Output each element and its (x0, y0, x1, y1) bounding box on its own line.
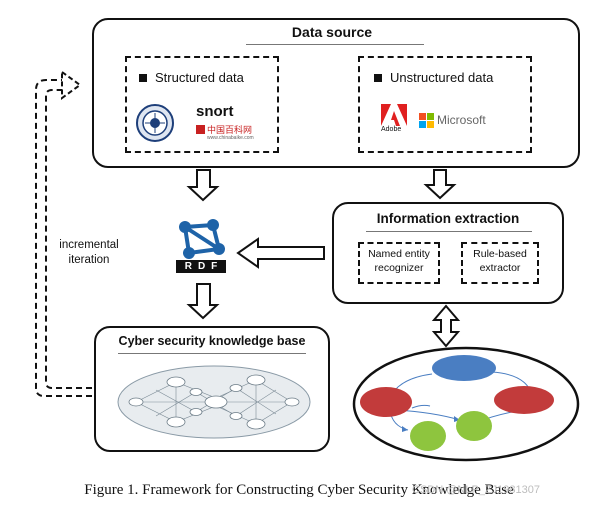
loop-arrowhead-icon (61, 70, 82, 100)
incremental-iteration-label: incremental iteration (59, 239, 119, 266)
arrow-double-extraction-graph (431, 304, 461, 348)
snort-logo: snort (196, 103, 234, 120)
microsoft-squares-icon (419, 113, 434, 128)
bullet-icon (139, 73, 147, 82)
adobe-logo: Adobe (381, 104, 407, 134)
unstructured-data-text: Unstructured data (390, 70, 494, 85)
rdf-label: RDF (184, 261, 224, 272)
knowledge-base-underline (118, 353, 306, 354)
incremental-loop-arrow (35, 79, 92, 397)
unstructured-data-label: Unstructured data (374, 70, 493, 85)
arrow-left-to-rdf (236, 237, 325, 269)
knowledge-base-title: Cyber security knowledge base (118, 334, 306, 348)
information-extraction-underline (366, 231, 532, 232)
watermark: CSDN @NLP_ZJ1981307 (412, 484, 540, 496)
incremental-loop-arrow-inner (45, 89, 92, 389)
adobe-text: Adobe (381, 126, 402, 133)
structured-data-label: Structured data (139, 70, 244, 85)
named-entity-recognizer-box (358, 242, 440, 284)
structured-data-text: Structured data (155, 70, 244, 85)
knowledge-network-image (116, 362, 312, 442)
information-extraction-title: Information extraction (376, 211, 520, 226)
rule-based-extractor-label: Rule-based extractor (473, 248, 527, 274)
baike-url: www.chinabaike.com (207, 135, 254, 141)
baike-name: 中国百科网 (207, 125, 253, 135)
data-source-underline (246, 44, 424, 45)
figure-caption: Figure 1. Framework for Constructing Cyb… (84, 482, 514, 498)
rdf-logo: RDF (175, 219, 227, 273)
bullet-icon (374, 73, 382, 82)
arrow-down-to-rdf (186, 169, 220, 202)
institution-seal-logo (136, 104, 174, 142)
named-entity-recognizer-label: Named entity recognizer (368, 248, 430, 274)
baike-mark-icon (196, 125, 205, 134)
data-source-title: Data source (291, 24, 373, 40)
entity-graph (352, 346, 580, 462)
arrow-down-to-knowledge-base (186, 283, 220, 320)
rule-based-extractor-box (461, 242, 539, 284)
baike-logo: 中国百科网 www.chinabaike.com (196, 124, 256, 146)
arrow-down-to-extraction (423, 169, 457, 200)
microsoft-logo: Microsoft (419, 113, 499, 131)
microsoft-text: Microsoft (437, 113, 486, 127)
